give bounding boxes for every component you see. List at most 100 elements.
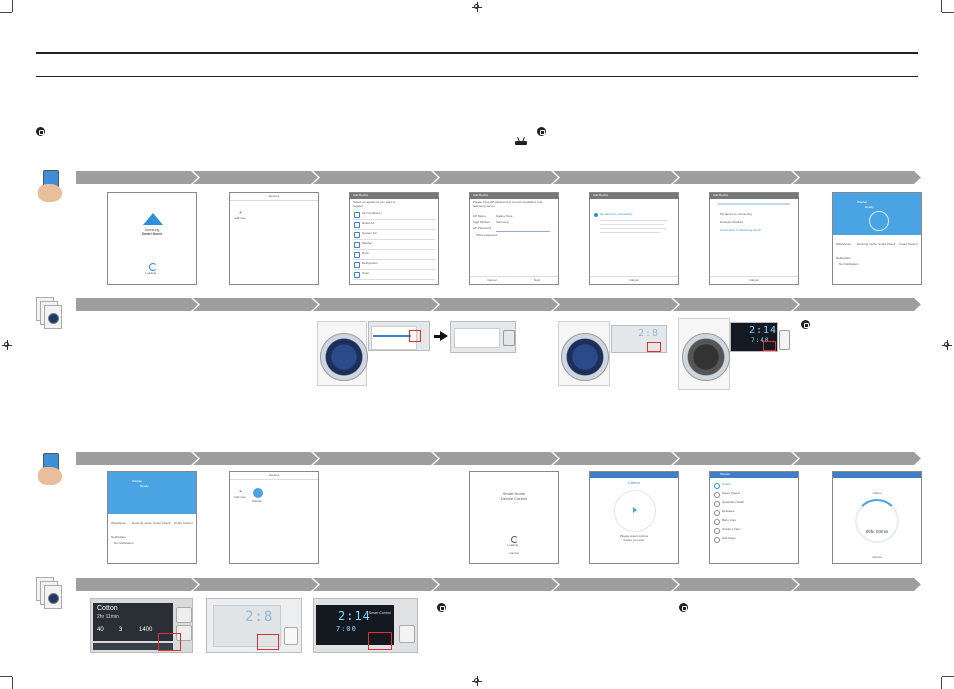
panel-rinse: 3 (119, 627, 123, 633)
course-icon (714, 537, 720, 543)
registration-mark-icon (942, 340, 952, 350)
appliance-item[interactable]: Refrigerator (362, 261, 378, 265)
running-label: Cotton (872, 491, 882, 495)
next-button[interactable]: Next (515, 276, 558, 284)
state-text: Ready (865, 205, 874, 209)
mode-label[interactable]: Smart Check (153, 521, 171, 525)
note-icon (36, 127, 45, 136)
washer-photo (678, 318, 730, 390)
loading-text: Loading... (145, 271, 159, 275)
screen-header: Devices (268, 473, 280, 477)
appliance-item[interactable]: Air Conditioner (362, 211, 382, 215)
ap-name-value[interactable]: Galaxy Note (496, 214, 513, 218)
message-line-1: Please select options (619, 534, 649, 538)
washer-home-screen: Washer Ready Wash/grow Running mode Smar… (107, 471, 197, 564)
step-band (76, 452, 921, 465)
brand-line-1: Samsung (144, 228, 160, 232)
add-icon[interactable]: + (239, 489, 242, 495)
panel-brand: Smart Control (369, 611, 391, 615)
add-new-label[interactable]: Add new (234, 495, 246, 499)
registration-mark-icon (472, 676, 482, 686)
ap-password-input[interactable] (496, 231, 550, 232)
add-icon[interactable]: + (239, 210, 242, 216)
cancel-button[interactable]: Cancel (590, 276, 678, 284)
notification-item: No Notification (839, 262, 859, 266)
appliance-item[interactable]: Oven (362, 271, 370, 275)
mode-label[interactable]: Running mode (132, 521, 152, 525)
registration-mark-icon (472, 2, 482, 12)
header-subrule (36, 76, 918, 77)
mode-label[interactable]: Smart Control (174, 521, 193, 525)
progress-ring (855, 499, 899, 543)
appliance-item[interactable]: Robot AC (362, 221, 375, 225)
notification-item: No Notification (114, 541, 134, 545)
modem-value[interactable]: Samsung (496, 220, 509, 224)
play-icon[interactable] (633, 507, 637, 513)
panel-temp: 40 (97, 627, 104, 633)
washer-device-icon[interactable] (253, 488, 263, 498)
add-new-label[interactable]: Add new (234, 216, 246, 220)
cancel-button[interactable]: Cancel (509, 551, 519, 555)
arrow-icon (434, 331, 448, 341)
note-icon (679, 603, 688, 612)
course-item[interactable]: Quick Eco Wash (722, 500, 745, 504)
section-title: Notification (111, 535, 126, 539)
appliance-item[interactable]: System AC (362, 231, 377, 235)
washer-start-screen: Cotton Please select options before you … (589, 471, 679, 564)
course-icon (714, 519, 720, 525)
course-item[interactable]: Baby Care (722, 518, 737, 522)
loading-spinner-icon (149, 263, 157, 271)
message-line-2: before you start (623, 538, 645, 542)
course-item[interactable]: Super Speed (722, 491, 740, 495)
screen-header: Add Device (713, 193, 729, 197)
mode-label[interactable]: Running mode (857, 242, 877, 246)
panel-course: Cotton (97, 605, 118, 612)
note-icon (801, 320, 810, 329)
course-item[interactable]: Cotton (722, 482, 731, 486)
note-icon (437, 603, 446, 612)
mode-title[interactable]: Cotton (628, 480, 640, 485)
progress-step-2: Network checked (720, 220, 744, 224)
screen-header: Washer (132, 479, 143, 483)
cancel-button[interactable]: Cancel (872, 555, 882, 559)
mode-label[interactable]: Smart Control (899, 242, 918, 246)
panel-digit-display: 2:14 (338, 609, 371, 623)
device-label[interactable]: Washer (252, 499, 263, 503)
highlight-box (257, 634, 279, 650)
loading-text: Loading... (507, 543, 521, 547)
control-panel-display (450, 321, 516, 353)
panel-sub-display: 7:00 (336, 625, 357, 633)
crop-mark (941, 677, 942, 689)
dial-ring[interactable] (614, 490, 656, 532)
progress-step-3: Connection to Samsung server (720, 228, 762, 232)
course-item[interactable]: Outdoor Care (722, 527, 741, 531)
cancel-button[interactable]: Cancel (470, 276, 514, 284)
mode-label[interactable]: Wash/grow (111, 521, 126, 525)
appliance-item[interactable]: Washer (362, 241, 373, 245)
header-rule (36, 52, 918, 54)
step-band (76, 578, 921, 591)
highlight-box (409, 330, 421, 342)
crop-mark (12, 0, 13, 12)
mode-label[interactable]: Wash/grow (836, 242, 851, 246)
panel-digit-display: 2:14 (749, 325, 778, 336)
panel-sub-display: 7:40 (751, 337, 770, 344)
course-item[interactable]: Delicates (722, 509, 735, 513)
washer-photo (317, 321, 368, 386)
panel-spin: 1400 (139, 627, 153, 633)
brand-line-2: Smart Home (141, 232, 163, 236)
loading-spinner-icon (511, 536, 518, 543)
progress-step-1: My device is connecting (720, 212, 752, 216)
step-band (76, 298, 921, 311)
highlight-box (158, 633, 181, 651)
appliance-item[interactable]: Dryer (362, 251, 370, 255)
screen-header: Devices (268, 194, 280, 198)
show-password-checkbox[interactable]: Show password (476, 233, 498, 237)
field-label: AP Password (473, 226, 491, 230)
panel-digit-display: 2:8 (638, 328, 660, 339)
title-line-2: Device Control (500, 496, 528, 501)
course-item[interactable]: Self Clean (722, 536, 736, 540)
cancel-button[interactable]: Cancel (710, 276, 798, 284)
control-panel-display: 2:8 (611, 325, 667, 353)
mode-label[interactable]: Smart Check (878, 242, 896, 246)
